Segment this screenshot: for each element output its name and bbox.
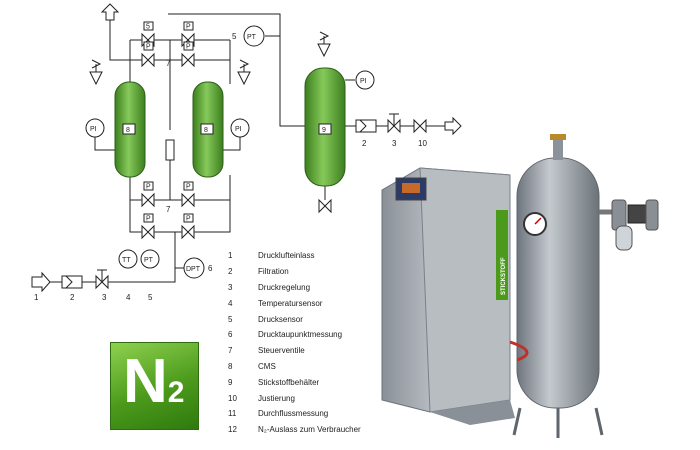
- legend-number: 9: [228, 377, 233, 387]
- legend: 1 Drucklufteinlass 2 Filtration 3 Druckregelu…: [228, 248, 428, 438]
- valve-p-label-6: P: [186, 184, 191, 191]
- legend-text: Justierung: [258, 393, 295, 403]
- pi-gauge-left: PI: [90, 126, 97, 133]
- valve-p-label-7: P: [146, 216, 151, 223]
- generator-cabinet: STICKSTOFF: [381, 167, 515, 425]
- tag-1: 1: [34, 293, 39, 302]
- pt-sensor-top: PT: [247, 34, 257, 41]
- instruments: [85, 25, 375, 279]
- tag-10: 10: [418, 139, 427, 148]
- n2-logo: N2: [110, 342, 199, 430]
- control-valves-top: [141, 21, 195, 68]
- legend-number: 3: [228, 282, 233, 292]
- brand-strip: [496, 210, 508, 300]
- pi-gauge-right: PI: [235, 126, 242, 133]
- valve-p-label-5: P: [146, 184, 151, 191]
- legend-text: Drucklufteinlass: [258, 251, 315, 261]
- pt-sensor: PT: [144, 257, 154, 264]
- legend-item: 1 Drucklufteinlass: [228, 248, 428, 264]
- legend-number: 12: [228, 425, 237, 435]
- legend-item: 6 Drucktaupunktmessung: [228, 327, 428, 343]
- legend-number: 5: [228, 314, 233, 324]
- tag-2: 2: [70, 293, 75, 302]
- regulator-valve-outlet-icon: [387, 113, 401, 134]
- tt-sensor: TT: [122, 257, 131, 264]
- legend-text: CMS: [258, 361, 276, 371]
- valve-p-label-4: P: [186, 44, 191, 51]
- legend-item: 8 CMS: [228, 359, 428, 375]
- safety-valve-icon: [89, 31, 331, 86]
- drain-valve-icon: [318, 198, 332, 214]
- tag-5-top: 5: [232, 32, 237, 41]
- legend-item: 11 Durchflussmessung: [228, 406, 428, 422]
- nitrogen-storage-tank: [509, 134, 659, 438]
- dpt-sensor: DPT: [186, 266, 201, 273]
- legend-text: Durchflussmessung: [258, 409, 329, 419]
- tag-4: 4: [126, 293, 131, 302]
- tag-7-mid: 7: [166, 205, 171, 214]
- brand-label: STICKSTOFF: [501, 257, 507, 295]
- legend-text: Drucksensor: [258, 314, 303, 324]
- legend-item: 5 Drucksensor: [228, 311, 428, 327]
- valve-p-label: 5: [146, 24, 150, 31]
- legend-number: 4: [228, 298, 233, 308]
- adjustment-valve-icon: [413, 118, 427, 134]
- valve-p-label-3: P: [146, 44, 151, 51]
- tag-3: 3: [102, 293, 107, 302]
- legend-item: 12 N₂-Auslass zum Verbraucher: [228, 422, 428, 438]
- legend-number: 1: [228, 251, 233, 261]
- legend-number: 2: [228, 267, 233, 277]
- pipework: [46, 13, 445, 283]
- legend-text: Temperatursensor: [258, 298, 323, 308]
- exhaust-arrow-icon: [100, 3, 120, 21]
- tag-7-top: 7: [166, 59, 171, 68]
- valve-p-label-2: P: [186, 24, 191, 31]
- legend-item: 2 Filtration: [228, 264, 428, 280]
- legend-number: 7: [228, 346, 233, 356]
- control-valves-bottom: [141, 181, 195, 240]
- pi-gauge-tank: PI: [360, 78, 367, 85]
- legend-text: N₂-Auslass zum Verbraucher: [258, 425, 361, 435]
- legend-text: Filtration: [258, 267, 289, 277]
- legend-item: 3 Druckregelung: [228, 280, 428, 296]
- legend-number: 8: [228, 361, 233, 371]
- legend-text: Drucktaupunktmessung: [258, 330, 343, 340]
- logo-n: N: [123, 347, 168, 416]
- regulator-valve-icon: [95, 269, 109, 290]
- vessel-right-label: 8: [204, 127, 208, 134]
- tank-label: 9: [322, 127, 326, 134]
- legend-text: Stickstoffbehälter: [258, 377, 320, 387]
- silencer-icon: [165, 139, 175, 161]
- legend-item: 7 Steuerventile: [228, 343, 428, 359]
- legend-item: 4 Temperatursensor: [228, 295, 428, 311]
- tag-3-outlet: 3: [392, 139, 397, 148]
- legend-number: 11: [228, 409, 237, 419]
- legend-number: 6: [228, 330, 233, 340]
- legend-item: 10 Justierung: [228, 390, 428, 406]
- inlet-arrow-icon: [31, 271, 51, 293]
- legend-item: 9 Stickstoffbehälter: [228, 374, 428, 390]
- logo-sub: 2: [167, 376, 185, 409]
- vessel-left-label: 8: [126, 127, 130, 134]
- tag-6: 6: [208, 264, 213, 273]
- legend-text: Steuerventile: [258, 346, 305, 356]
- legend-text: Druckregelung: [258, 282, 311, 292]
- outlet-arrow-icon: [444, 116, 462, 136]
- legend-number: 10: [228, 393, 237, 403]
- tag-2-outlet: 2: [362, 139, 367, 148]
- tag-5: 5: [148, 293, 153, 302]
- valve-p-label-8: P: [186, 216, 191, 223]
